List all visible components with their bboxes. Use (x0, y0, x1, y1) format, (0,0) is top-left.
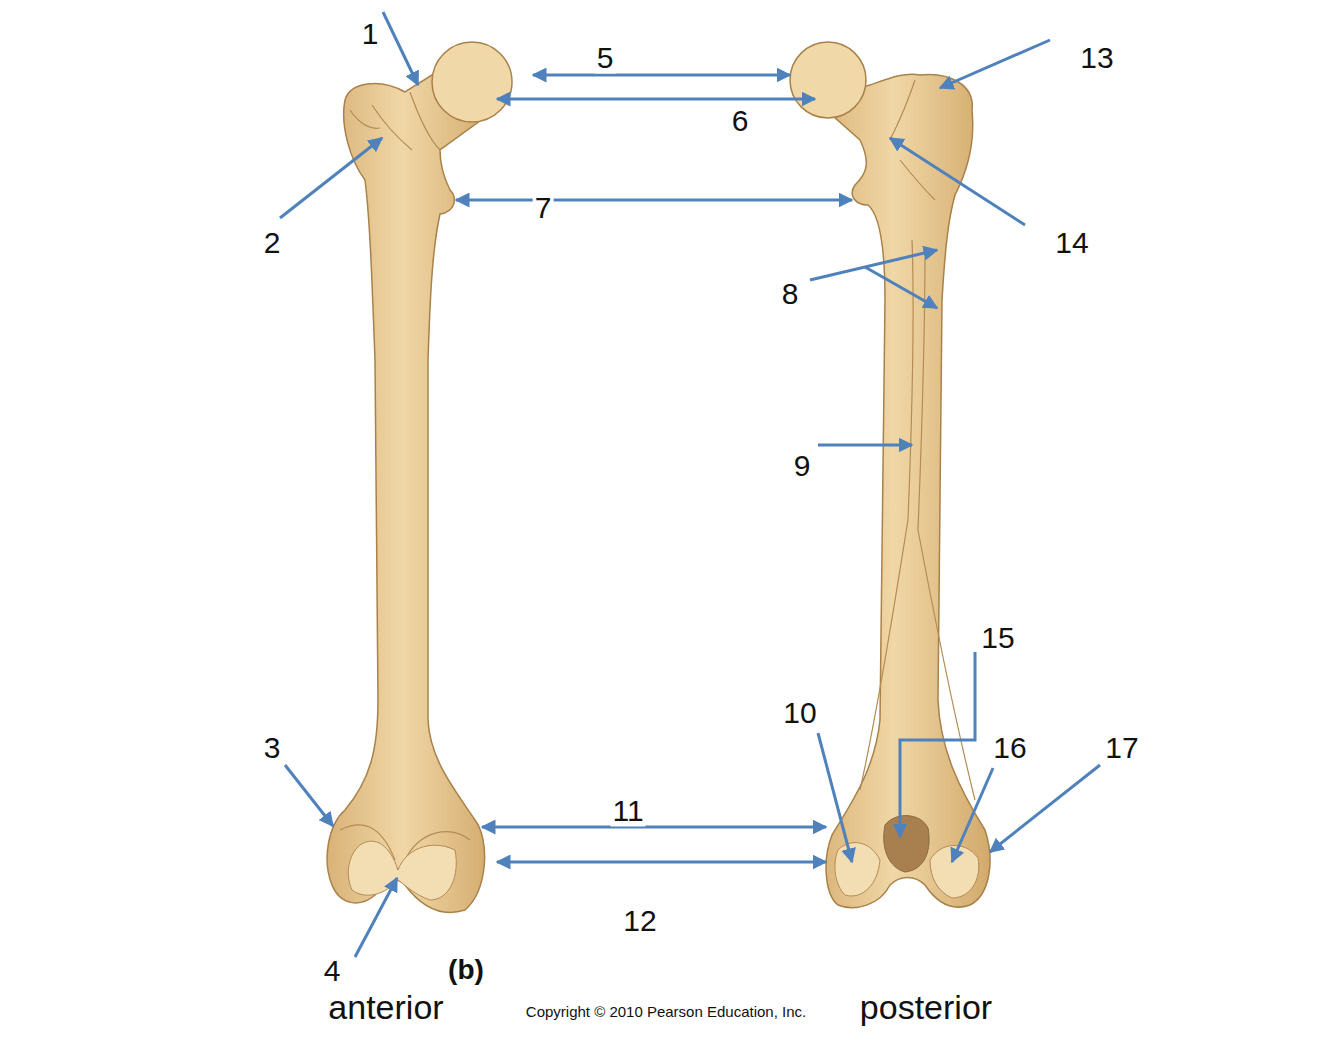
leader-line (818, 444, 912, 447)
posterior-femur (790, 42, 990, 908)
leader-line (533, 74, 790, 77)
leader-line (497, 861, 826, 864)
leader-line (482, 826, 826, 829)
panel-label: (b) (446, 955, 486, 986)
callout-number: 10 (781, 696, 818, 729)
femoral-head (432, 42, 512, 122)
callout-number: 3 (262, 731, 283, 764)
callout-number: 16 (991, 731, 1028, 764)
bone-detail (860, 80, 975, 800)
anterior-femur (327, 42, 512, 912)
callout-number: 11 (610, 794, 645, 827)
leader-line (952, 768, 993, 862)
view-label: posterior (858, 989, 994, 1026)
patellar-surface (348, 841, 456, 900)
leader-line (818, 733, 852, 862)
leader-lines (280, 12, 1100, 957)
intercondylar-fossa (884, 816, 929, 872)
bone-detail (340, 92, 470, 860)
callout-number: 15 (979, 621, 1016, 654)
leader-line (890, 138, 1025, 225)
callout-number: 14 (1053, 226, 1090, 259)
callout-number: 9 (792, 449, 813, 482)
copyright-note: Copyright © 2010 Pearson Education, Inc. (524, 1004, 808, 1021)
view-label: anterior (326, 989, 445, 1026)
leader-line (497, 98, 815, 101)
callout-number: 8 (780, 277, 801, 310)
leader-line (456, 199, 852, 202)
leader-line (900, 652, 975, 837)
callout-number: 2 (262, 226, 283, 259)
leader-line (810, 250, 937, 280)
leader-line (285, 765, 333, 826)
callout-number: 4 (322, 954, 343, 987)
callout-number: 6 (730, 104, 751, 137)
leader-line (940, 40, 1050, 88)
leader-line (865, 267, 937, 308)
leader-line (355, 878, 397, 957)
femoral-head (790, 42, 866, 118)
callout-number: 7 (533, 191, 554, 224)
callout-number: 17 (1103, 731, 1140, 764)
callout-number: 1 (360, 17, 381, 50)
leader-line (990, 765, 1100, 852)
callout-number: 13 (1078, 41, 1115, 74)
leader-line (383, 12, 418, 85)
bone-outline (327, 70, 495, 912)
callout-number: 5 (595, 41, 616, 74)
callout-number: 12 (621, 904, 658, 937)
leader-line (280, 138, 382, 218)
